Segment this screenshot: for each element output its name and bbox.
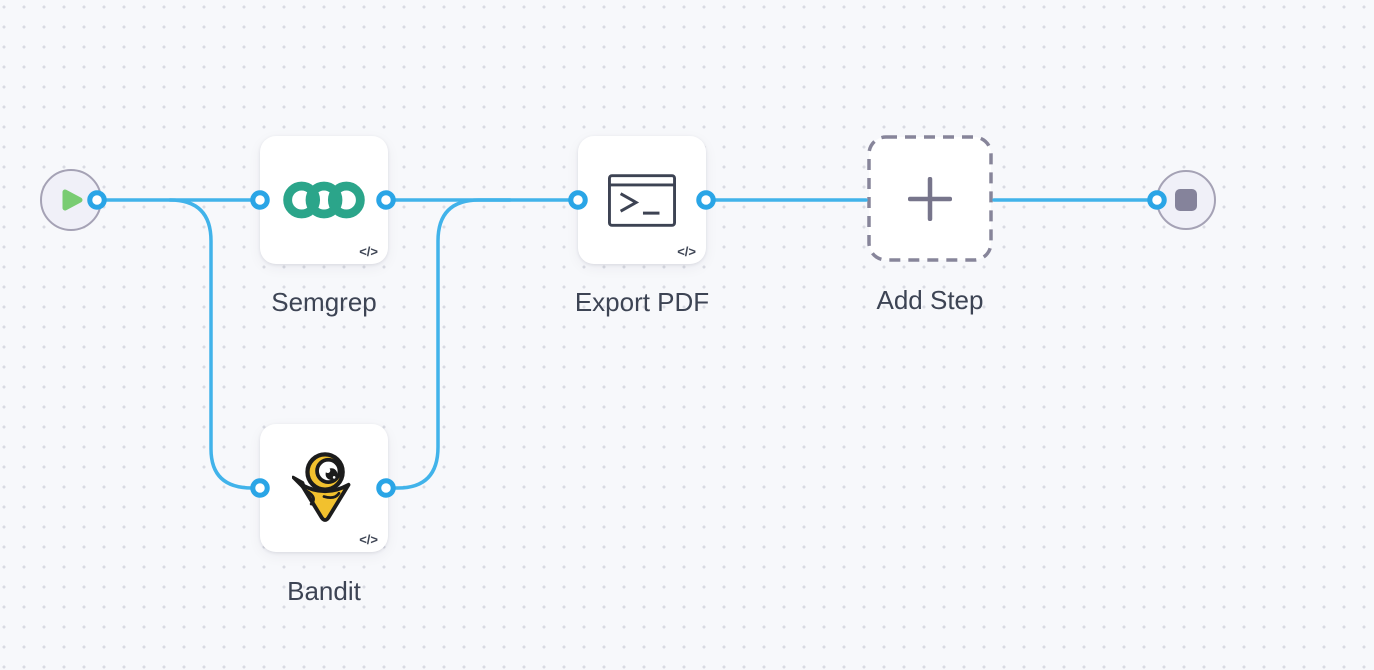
plus-icon	[908, 176, 952, 221]
terminal-icon	[608, 173, 676, 227]
play-icon	[62, 189, 83, 211]
connection-bandit-exportpdf[interactable]	[384, 198, 512, 490]
node-label-semgrep: Semgrep	[271, 287, 377, 317]
code-badge: </>	[359, 244, 378, 259]
stop-icon	[1175, 189, 1197, 211]
node-label-export-pdf: Export PDF	[574, 287, 710, 317]
code-badge: </>	[677, 244, 696, 259]
node-bandit[interactable]: </>	[260, 424, 388, 552]
code-badge: </>	[359, 532, 378, 547]
semgrep-logo-icon	[283, 181, 365, 219]
bandit-logo-icon	[292, 452, 351, 522]
node-label-add-step: Add Step	[876, 285, 984, 315]
node-label-bandit: Bandit	[287, 576, 361, 606]
node-export-pdf[interactable]: </>	[578, 136, 706, 264]
connection-start-bandit[interactable]	[168, 198, 262, 490]
node-semgrep[interactable]: </>	[260, 136, 388, 264]
end-node[interactable]	[1156, 170, 1216, 230]
start-node[interactable]	[40, 169, 102, 231]
node-add-step[interactable]	[867, 135, 993, 262]
